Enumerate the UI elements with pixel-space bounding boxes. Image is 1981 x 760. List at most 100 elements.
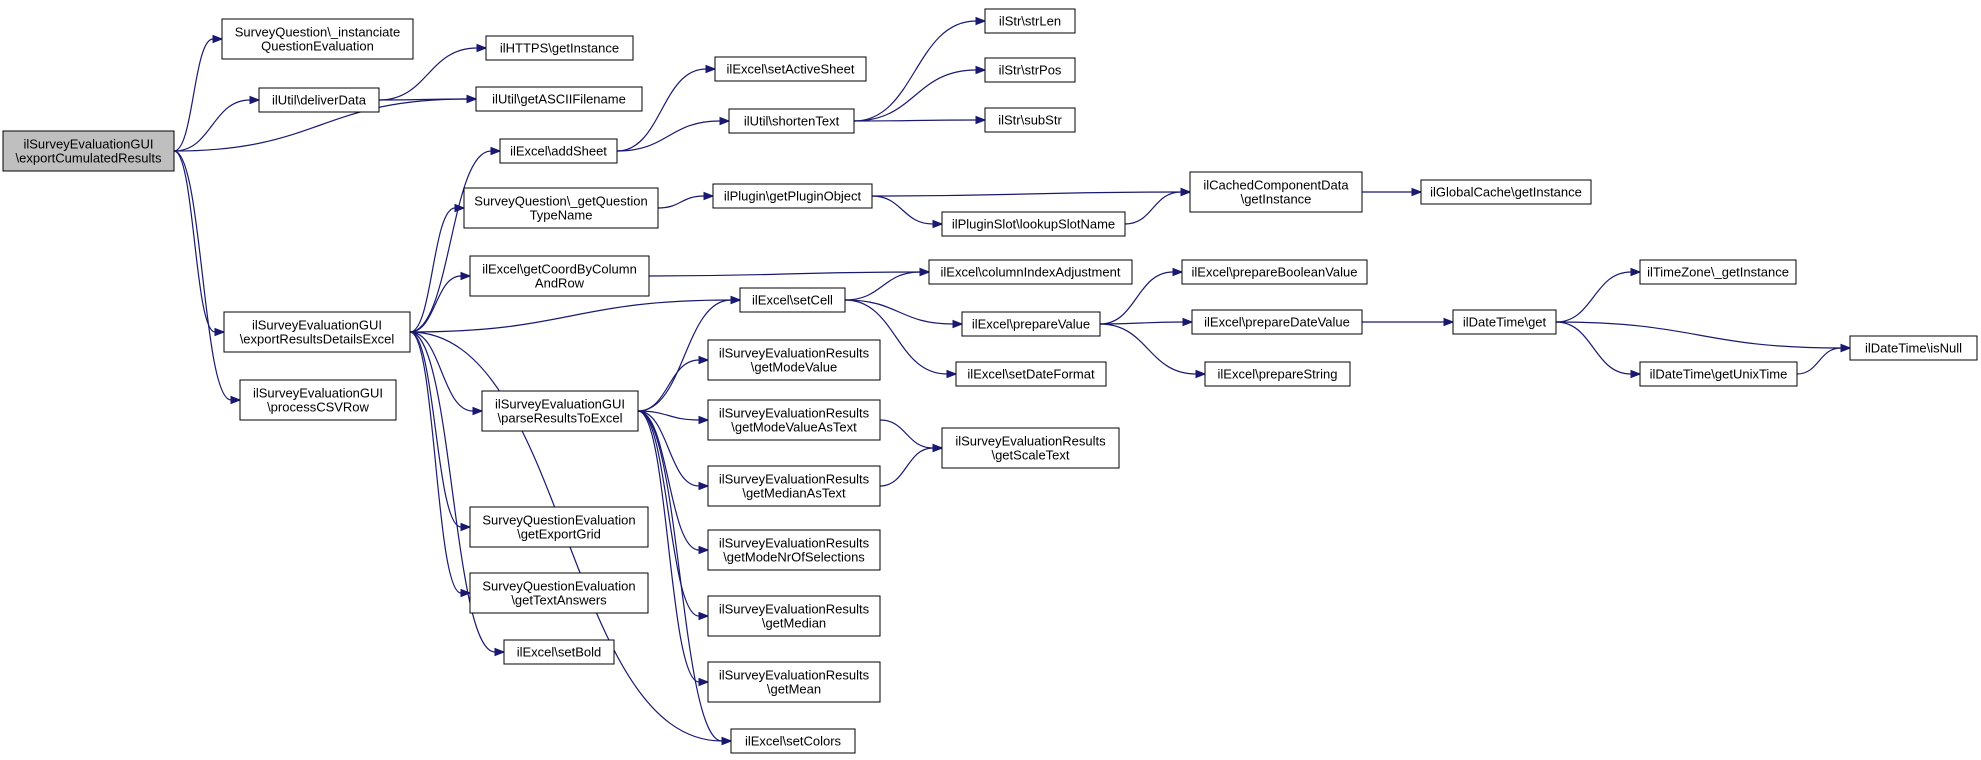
edge-line xyxy=(409,331,474,412)
edge-arrowhead xyxy=(1411,187,1423,197)
edge-arrowhead xyxy=(946,369,958,379)
node-box xyxy=(728,108,855,134)
node-shorten[interactable]: ilUtil\shortenText xyxy=(728,108,855,134)
edge-plugobj-to-cached xyxy=(871,187,1192,197)
node-label: \getMean xyxy=(767,682,821,697)
node-setcell[interactable]: ilExcel\setCell xyxy=(739,287,846,313)
node-scaletxt[interactable]: ilSurveyEvaluationResults\getScaleText xyxy=(941,427,1120,469)
edge-arrowhead xyxy=(705,64,717,74)
node-dtget[interactable]: ilDateTime\get xyxy=(1452,309,1557,335)
edge-line xyxy=(853,119,977,122)
edge-arrowhead xyxy=(719,116,731,126)
edge-arrowhead xyxy=(1182,317,1194,327)
node-ascii[interactable]: ilUtil\getASCIIFilename xyxy=(475,86,643,112)
edge-line xyxy=(409,331,462,528)
edge-line xyxy=(844,299,954,325)
node-box xyxy=(499,138,618,164)
node-grid[interactable]: SurveyQuestionEvaluation\getExportGrid xyxy=(469,506,649,548)
node-colidx[interactable]: ilExcel\columnIndexAdjustment xyxy=(928,259,1133,285)
edge-details-to-bold xyxy=(409,331,506,657)
node-label: ilStr\strPos xyxy=(999,63,1062,78)
edge-line xyxy=(871,195,934,225)
node-label: ilStr\subStr xyxy=(998,113,1062,128)
node-gcache[interactable]: ilGlobalCache\getInstance xyxy=(1420,179,1592,205)
edge-arrowhead xyxy=(1172,267,1184,277)
edge-parse-to-modenr xyxy=(637,410,710,555)
node-tzinst[interactable]: ilTimeZone\_getInstance xyxy=(1639,259,1797,285)
node-mean[interactable]: ilSurveyEvaluationResults\getMean xyxy=(707,661,881,703)
node-label: TypeName xyxy=(530,208,593,223)
node-box xyxy=(707,661,881,703)
edge-line xyxy=(1555,321,1632,375)
node-deliver[interactable]: ilUtil\deliverData xyxy=(258,87,380,113)
node-substr[interactable]: ilStr\subStr xyxy=(984,107,1076,133)
node-label: ilSurveyEvaluationGUI xyxy=(252,318,382,333)
node-prepbool[interactable]: ilExcel\prepareBooleanValue xyxy=(1181,259,1368,285)
node-csvrow[interactable]: ilSurveyEvaluationGUI\processCSVRow xyxy=(239,379,397,421)
node-medtxt[interactable]: ilSurveyEvaluationResults\getMedianAsTex… xyxy=(707,465,881,507)
node-label: ilTimeZone\_getInstance xyxy=(1647,265,1789,280)
node-label: ilSurveyEvaluationResults xyxy=(719,406,870,421)
node-box xyxy=(475,86,643,112)
node-parse[interactable]: ilSurveyEvaluationGUI\parseResultsToExce… xyxy=(481,390,639,432)
node-label: ilExcel\setCell xyxy=(752,293,833,308)
node-box xyxy=(707,399,881,441)
node-label: ilExcel\prepareValue xyxy=(972,317,1090,332)
edge-arrowhead xyxy=(466,94,478,104)
edge-line xyxy=(616,68,707,152)
node-textans[interactable]: SurveyQuestionEvaluation\getTextAnswers xyxy=(469,572,649,614)
edge-line xyxy=(173,150,216,333)
node-prepdate[interactable]: ilExcel\prepareDateValue xyxy=(1191,309,1363,335)
node-addsheet[interactable]: ilExcel\addSheet xyxy=(499,138,618,164)
edge-arrowhead xyxy=(454,203,466,213)
edge-prepval-to-prepbool xyxy=(1099,267,1184,325)
edge-line xyxy=(853,20,977,122)
node-prepval[interactable]: ilExcel\prepareValue xyxy=(961,311,1101,337)
node-label: \processCSVRow xyxy=(267,400,369,415)
node-label: \parseResultsToExcel xyxy=(498,411,623,426)
node-modetxt[interactable]: ilSurveyEvaluationResults\getModeValueAs… xyxy=(707,399,881,441)
node-root[interactable]: ilSurveyEvaluationGUI\exportCumulatedRes… xyxy=(2,130,175,172)
node-isnull[interactable]: ilDateTime\isNull xyxy=(1849,335,1978,361)
node-slot[interactable]: ilPluginSlot\lookupSlotName xyxy=(941,211,1126,237)
node-box xyxy=(1639,259,1797,285)
edge-line xyxy=(657,195,705,209)
node-plugobj[interactable]: ilPlugin\getPluginObject xyxy=(712,183,873,209)
node-label: ilGlobalCache\getInstance xyxy=(1430,185,1582,200)
node-median[interactable]: ilSurveyEvaluationResults\getMedian xyxy=(707,595,881,637)
node-box xyxy=(941,427,1120,469)
node-modeval[interactable]: ilSurveyEvaluationResults\getModeValue xyxy=(707,339,881,381)
node-box xyxy=(730,728,856,754)
node-cached[interactable]: ilCachedComponentData\getInstance xyxy=(1189,171,1363,213)
node-https[interactable]: ilHTTPS\getInstance xyxy=(485,35,634,61)
node-sq-inst[interactable]: SurveyQuestion\_instanciateQuestionEvalu… xyxy=(221,18,414,60)
node-colors[interactable]: ilExcel\setColors xyxy=(730,728,856,754)
node-setdate[interactable]: ilExcel\setDateFormat xyxy=(955,361,1107,387)
edge-line xyxy=(1099,321,1184,325)
edge-setcell-to-setdate xyxy=(844,299,958,379)
edge-prepdate-to-dtget xyxy=(1362,317,1455,327)
edge-arrowhead xyxy=(212,34,224,44)
node-prepstr[interactable]: ilExcel\prepareString xyxy=(1204,361,1351,387)
node-box xyxy=(481,390,639,432)
edge-line xyxy=(648,271,921,277)
node-label: ilSurveyEvaluationResults xyxy=(719,668,870,683)
node-strpos[interactable]: ilStr\strPos xyxy=(984,57,1076,83)
node-box xyxy=(714,56,867,82)
node-label: ilExcel\prepareBooleanValue xyxy=(1192,265,1358,280)
edge-shorten-to-strpos xyxy=(853,65,987,122)
edge-line xyxy=(871,191,1182,197)
node-strlen[interactable]: ilStr\strLen xyxy=(984,8,1076,34)
node-bold[interactable]: ilExcel\setBold xyxy=(503,639,615,665)
edge-details-to-addsheet xyxy=(409,146,502,333)
edge-plugobj-to-slot xyxy=(871,195,944,229)
edge-line xyxy=(844,271,921,301)
node-setact[interactable]: ilExcel\setActiveSheet xyxy=(714,56,867,82)
edge-arrowhead xyxy=(1840,343,1852,353)
node-modenr[interactable]: ilSurveyEvaluationResults\getModeNrOfSel… xyxy=(707,529,881,571)
node-unixt[interactable]: ilDateTime\getUnixTime xyxy=(1639,361,1798,387)
node-details[interactable]: ilSurveyEvaluationGUI\exportResultsDetai… xyxy=(223,311,411,353)
